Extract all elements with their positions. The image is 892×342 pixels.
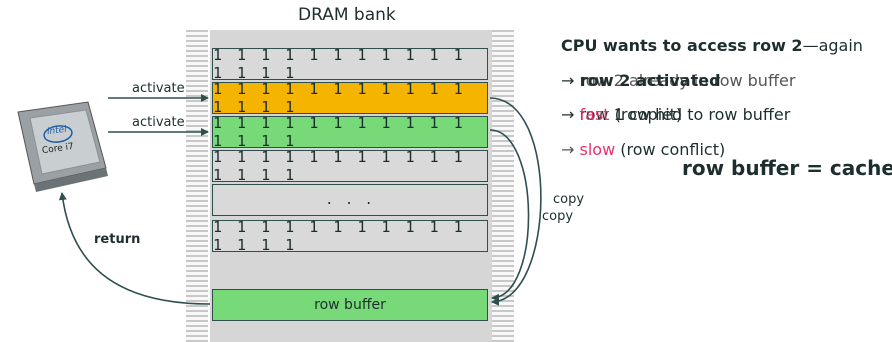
cpu-chip-icon [17,101,108,192]
dram-row-3: 1 1 1 1 1 1 1 1 1 1 1 1 1 1 1 [212,148,488,184]
headline-suffix: —again [802,36,863,55]
line-2-fast: fast [579,105,610,124]
arrow-glyph-3: → [561,140,575,159]
copy-arrow-1 [489,97,542,306]
line-2-frame-a: → row 1 copied to row buffer [561,105,790,124]
conclusion: row buffer = cache [682,156,892,180]
row-buffer: row buffer [212,289,488,321]
headline: CPU wants to access row 2—again [561,36,863,55]
arrow-glyph: → [561,71,575,90]
line-1-activated: row 2 activated [579,71,721,90]
line-1-frame-a: → row 2 activated [561,71,721,90]
return-arrow [58,192,211,305]
return-label: return [94,232,141,247]
line-2-row-hit: (row hit) [614,105,683,124]
dram-row-2-active: 1 1 1 1 1 1 1 1 1 1 1 1 1 1 1 [212,114,488,150]
line-1-frame-b: → row 2 already in row buffer [561,71,795,90]
activate-label-2: activate [132,115,185,130]
headline-main: CPU wants to access row 2 [561,36,803,55]
line-2-frame-b: → fast (row hit) [561,105,683,124]
copy-label-1: copy [553,192,585,207]
line-1-already: row 2 already in row buffer [579,71,796,90]
dram-row-1-active: 1 1 1 1 1 1 1 1 1 1 1 1 1 1 1 [212,80,488,116]
activate-label-1: activate [132,81,185,96]
bank-edge-right [492,30,514,342]
line-3: → slow (row conflict) [561,140,725,159]
copy-arrow-2 [489,129,530,302]
dram-bank-title: DRAM bank [298,5,396,25]
line-2-copied: row 1 copied to row buffer [579,105,791,124]
dram-row-ellipsis: . . . [212,184,488,216]
line-3-slow: slow [579,140,616,159]
dram-row-last: 1 1 1 1 1 1 1 1 1 1 1 1 1 1 1 [212,218,488,254]
bank-edge-left [186,30,208,342]
dram-row-0: 1 1 1 1 1 1 1 1 1 1 1 1 1 1 1 [212,46,488,82]
arrow-glyph-2: → [561,105,575,124]
line-3-conflict: (row conflict) [620,140,726,159]
copy-label-2: copy [542,209,574,224]
